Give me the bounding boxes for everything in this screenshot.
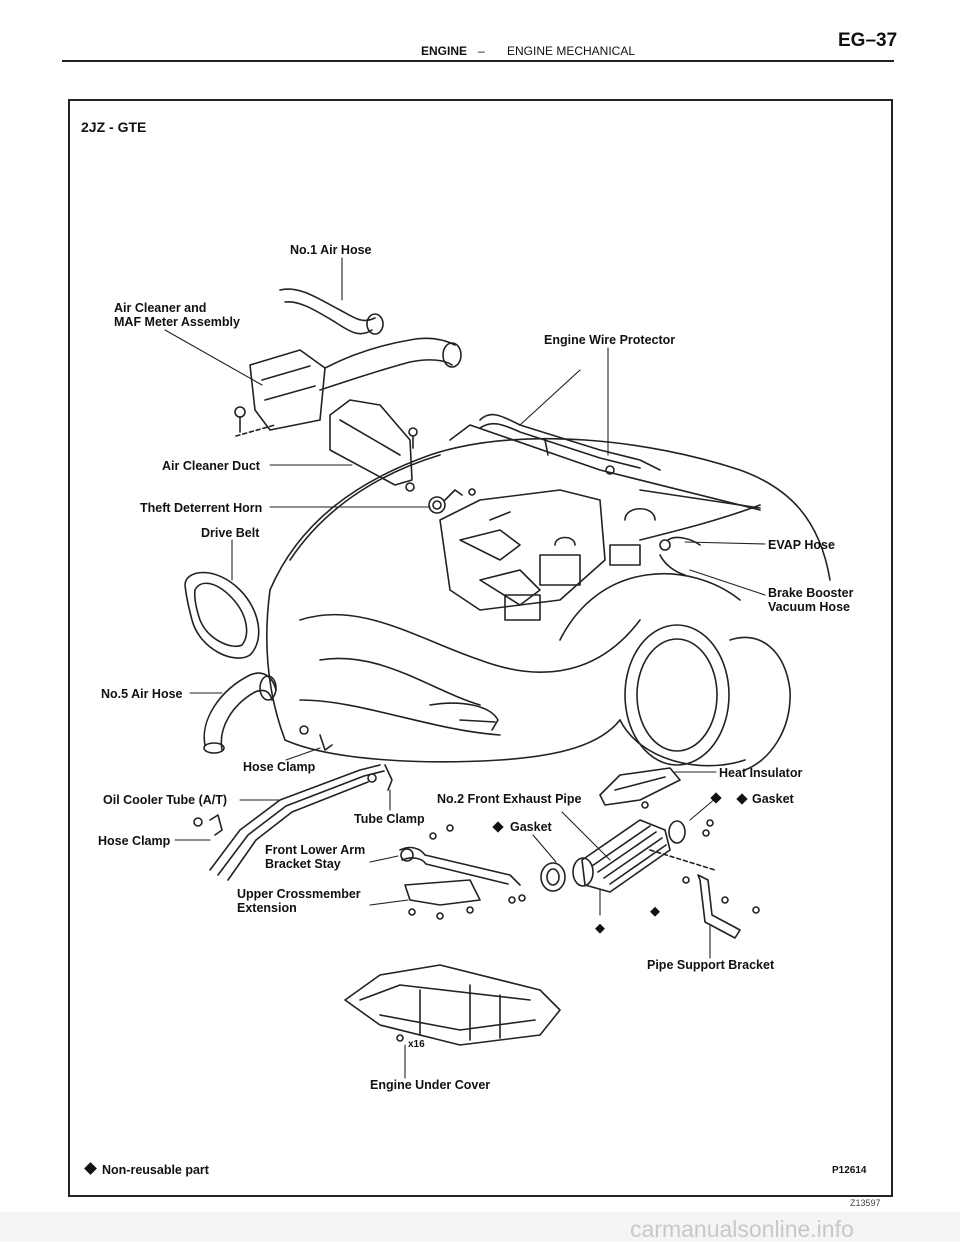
engine-drawing xyxy=(439,489,656,621)
theft-horn-drawing xyxy=(428,488,476,514)
header-separator: – xyxy=(478,44,485,58)
air-cleaner-drawing xyxy=(234,337,462,437)
label-air-cleaner-duct: Air Cleaner Duct xyxy=(162,459,260,473)
quantity-note: x16 xyxy=(408,1039,425,1050)
label-engine-wire-protector: Engine Wire Protector xyxy=(544,333,676,347)
header-rule xyxy=(62,60,894,62)
header-subsection: ENGINE MECHANICAL xyxy=(507,44,636,58)
heat-insulator-drawing xyxy=(599,767,681,809)
gasket-drawing xyxy=(540,820,686,892)
air-cleaner-duct-drawing xyxy=(329,399,418,492)
non-reusable-icon xyxy=(84,1162,97,1175)
label-theft-deterrent-horn: Theft Deterrent Horn xyxy=(140,501,263,515)
diagram-frame xyxy=(68,99,893,1197)
label-brake-booster-line2: Vacuum Hose xyxy=(768,600,850,614)
label-air-cleaner-line1: Air Cleaner and xyxy=(114,301,207,315)
pipe-support-bracket-drawing xyxy=(682,819,760,939)
label-brake-booster-line1: Brake Booster xyxy=(768,586,854,600)
label-upper-crossmember-line2: Extension xyxy=(237,901,297,915)
legend: Non-reusable part xyxy=(84,1162,209,1177)
evap-hose-drawing xyxy=(659,536,701,576)
watermark-band xyxy=(0,1212,960,1242)
label-pipe-support-bracket: Pipe Support Bracket xyxy=(647,958,775,972)
label-oil-cooler-tube: Oil Cooler Tube (A/T) xyxy=(103,793,228,807)
non-reusable-icon xyxy=(736,793,748,805)
label-hose-clamp-lower: Hose Clamp xyxy=(98,834,171,848)
label-front-lower-arm-line2: Bracket Stay xyxy=(265,857,341,871)
wire-protector-drawing xyxy=(479,413,661,475)
exhaust-pipe-drawing xyxy=(572,819,716,893)
label-air-cleaner-line2: MAF Meter Assembly xyxy=(114,315,240,329)
label-front-lower-arm-line1: Front Lower Arm xyxy=(265,843,366,857)
non-reusable-markers xyxy=(492,792,722,934)
label-tube-clamp: Tube Clamp xyxy=(354,812,425,826)
drive-belt-drawing xyxy=(184,571,260,659)
gasket-right-text: Gasket xyxy=(752,792,794,806)
page-number: EG–37 xyxy=(838,30,898,51)
label-no1-air-hose: No.1 Air Hose xyxy=(290,243,372,257)
label-gasket-right: Gasket xyxy=(736,792,794,806)
watermark: carmanualsonline.info xyxy=(630,1216,854,1242)
no5-air-hose-drawing xyxy=(203,672,277,754)
label-engine-under-cover: Engine Under Cover xyxy=(370,1078,491,1092)
label-drive-belt: Drive Belt xyxy=(201,526,260,540)
header-section: ENGINE xyxy=(421,44,468,58)
label-no5-air-hose: No.5 Air Hose xyxy=(101,687,183,701)
engine-under-cover-drawing xyxy=(344,964,561,1046)
reference-code: Z13597 xyxy=(850,1198,881,1208)
label-evap-hose: EVAP Hose xyxy=(768,538,835,552)
car-body-drawing xyxy=(266,424,831,771)
label-no2-front-exhaust-pipe: No.2 Front Exhaust Pipe xyxy=(437,792,582,806)
label-hose-clamp-upper: Hose Clamp xyxy=(243,760,316,774)
legend-text: Non-reusable part xyxy=(102,1163,209,1177)
figure-code: P12614 xyxy=(832,1165,867,1176)
crossmember-extension-drawing xyxy=(404,879,526,920)
bracket-stay-drawing xyxy=(399,824,521,886)
no1-air-hose-drawing xyxy=(279,288,384,335)
label-upper-crossmember-line1: Upper Crossmember xyxy=(237,887,361,901)
label-gasket-center: Gasket xyxy=(510,820,552,834)
leader-lines xyxy=(164,257,766,1079)
model-label: 2JZ - GTE xyxy=(81,119,147,135)
label-heat-insulator: Heat Insulator xyxy=(719,766,803,780)
